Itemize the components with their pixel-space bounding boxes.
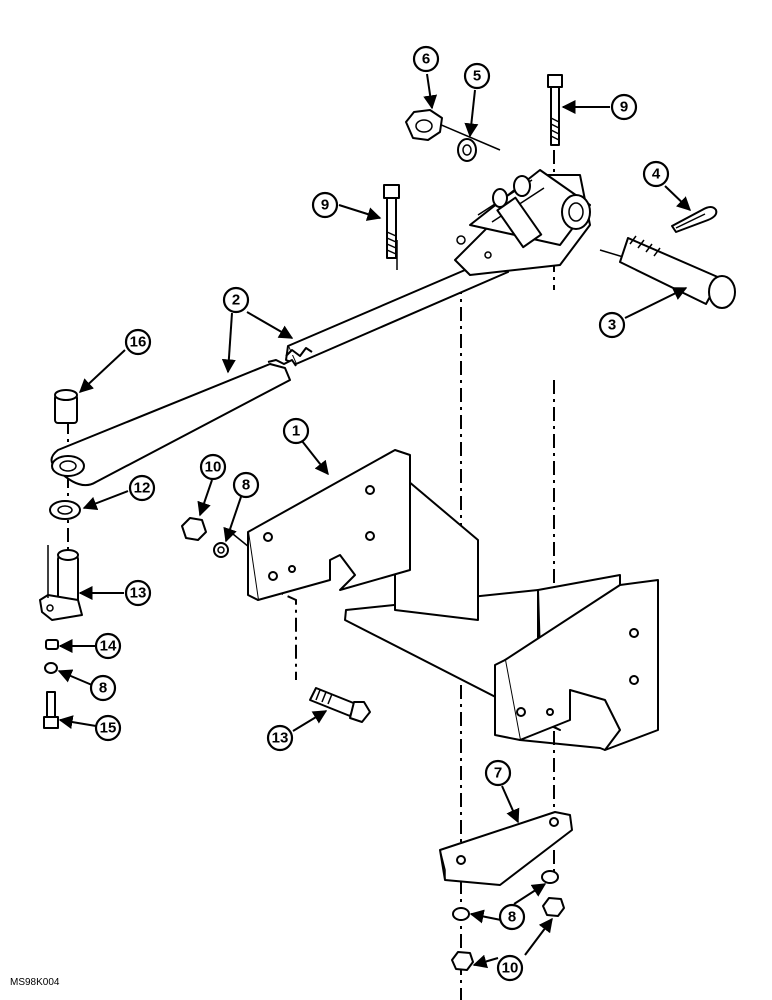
callout-13-right: 13 — [266, 724, 294, 752]
callout-14: 14 — [94, 632, 122, 660]
svg-text:9: 9 — [321, 197, 329, 214]
callout-12: 12 — [128, 474, 156, 502]
svg-text:15: 15 — [100, 720, 117, 737]
callout-9-lower: 9 — [311, 191, 339, 219]
lock-nut-part-6 — [405, 109, 443, 141]
svg-text:8: 8 — [99, 680, 107, 697]
callout-3: 3 — [598, 311, 626, 339]
clevis-pin-part-3 — [619, 235, 736, 309]
leader-lines — [57, 73, 692, 969]
svg-text:10: 10 — [205, 459, 222, 476]
svg-text:5: 5 — [473, 68, 481, 85]
callout-1: 1 — [282, 417, 310, 445]
svg-text:12: 12 — [134, 480, 151, 497]
svg-text:14: 14 — [100, 638, 117, 655]
washer-part-8-lower-right — [541, 870, 559, 884]
nut-part-10-lower-right — [542, 897, 565, 917]
callout-13-left: 13 — [124, 579, 152, 607]
svg-text:4: 4 — [652, 166, 661, 183]
svg-text:8: 8 — [242, 477, 250, 494]
svg-text:7: 7 — [494, 765, 502, 782]
nut-part-10-middle — [181, 517, 207, 541]
drawbar-part-2-rear — [285, 169, 591, 365]
figure-code: MS98K004 — [10, 977, 60, 988]
bolt-part-9-upper — [547, 74, 563, 146]
svg-text:6: 6 — [422, 51, 430, 68]
svg-text:16: 16 — [130, 334, 147, 351]
svg-text:1: 1 — [292, 423, 300, 440]
washer-part-8-middle — [213, 542, 229, 558]
callout-8-middle: 8 — [232, 471, 260, 499]
cotter-pin-part-4 — [671, 206, 718, 233]
mounting-frame-part-1 — [247, 449, 659, 751]
svg-text:3: 3 — [608, 317, 616, 334]
washer-part-12 — [49, 500, 81, 520]
svg-text:13: 13 — [130, 585, 147, 602]
callout-5: 5 — [463, 62, 491, 90]
bolt-part-15 — [43, 691, 59, 729]
spacer-part-14 — [45, 639, 59, 650]
callout-9-upper: 9 — [610, 93, 638, 121]
nut-part-10-lower-left — [451, 951, 474, 971]
bolt-part-13-right — [309, 687, 371, 723]
callout-10-middle: 10 — [199, 453, 227, 481]
washer-part-8-left — [44, 662, 58, 674]
washer-part-5 — [457, 138, 477, 162]
callout-8-left: 8 — [89, 674, 117, 702]
svg-text:10: 10 — [502, 960, 519, 977]
bracket-part-7 — [439, 811, 573, 886]
drawbar-part-2-front — [50, 359, 297, 486]
callout-15: 15 — [94, 714, 122, 742]
svg-text:2: 2 — [232, 292, 240, 309]
svg-text:8: 8 — [508, 909, 516, 926]
callout-8-lower: 8 — [498, 903, 526, 931]
callout-10-lower: 10 — [496, 954, 524, 982]
callout-4: 4 — [642, 160, 670, 188]
callout-2: 2 — [222, 286, 250, 314]
washer-part-8-lower-left — [452, 907, 470, 921]
svg-text:13: 13 — [272, 730, 289, 747]
callout-16: 16 — [124, 328, 152, 356]
callout-7: 7 — [484, 759, 512, 787]
pivot-pin-part-13 — [39, 545, 83, 621]
bolt-part-9-lower — [383, 184, 400, 259]
bushing-part-16 — [54, 389, 78, 424]
svg-text:9: 9 — [620, 99, 628, 116]
callout-6: 6 — [412, 45, 440, 73]
